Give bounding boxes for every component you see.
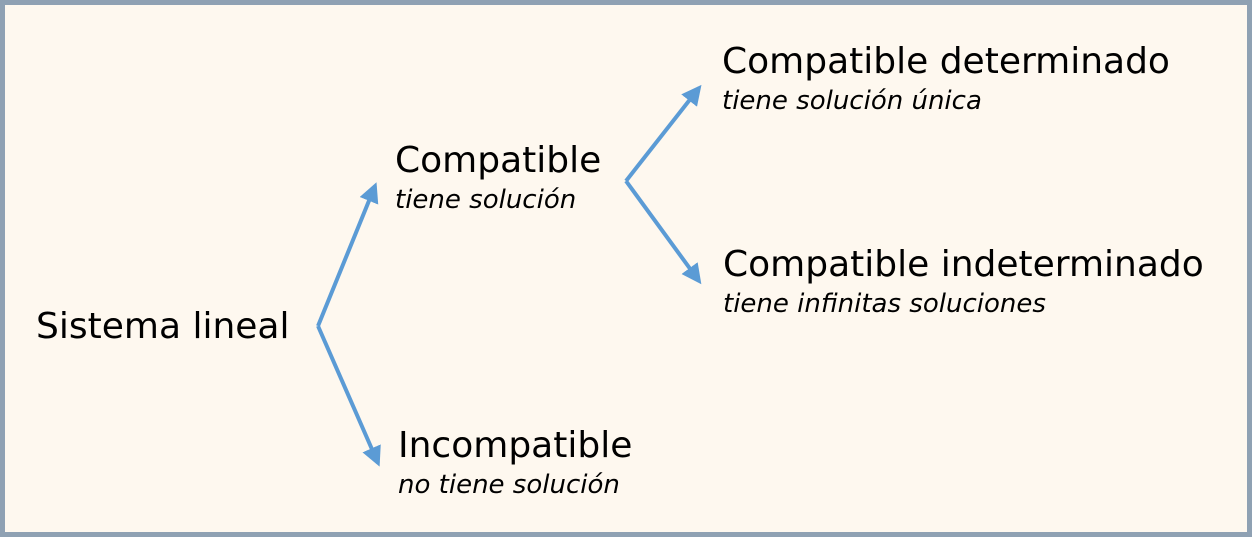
incompatible-title: Incompatible xyxy=(398,425,633,466)
incompatible-node: Incompatible no tiene solución xyxy=(398,426,632,501)
compatible-title: Compatible xyxy=(395,140,602,181)
determinado-title: Compatible determinado xyxy=(722,41,1170,82)
indeterminado-subtitle: tiene infinitas soluciones xyxy=(723,289,1046,319)
indeterminado-node: Compatible indeterminado tiene infinitas… xyxy=(723,245,1204,320)
root-title: Sistema lineal xyxy=(36,306,290,347)
indeterminado-title: Compatible indeterminado xyxy=(723,244,1204,285)
arrow-compatible-to-determinado xyxy=(624,84,702,183)
compatible-subtitle: tiene solución xyxy=(395,185,577,215)
arrow-root-to-compatible xyxy=(316,182,379,327)
arrows-layer xyxy=(316,84,702,467)
root-node: Sistema lineal xyxy=(36,307,289,347)
determinado-subtitle: tiene solución única xyxy=(722,86,982,116)
arrow-compatible-to-indeterminado xyxy=(624,179,702,285)
arrow-root-to-incompatible xyxy=(316,325,381,467)
incompatible-subtitle: no tiene solución xyxy=(398,470,620,500)
determinado-node: Compatible determinado tiene solución ún… xyxy=(722,42,1170,117)
compatible-node: Compatible tiene solución xyxy=(395,141,601,216)
